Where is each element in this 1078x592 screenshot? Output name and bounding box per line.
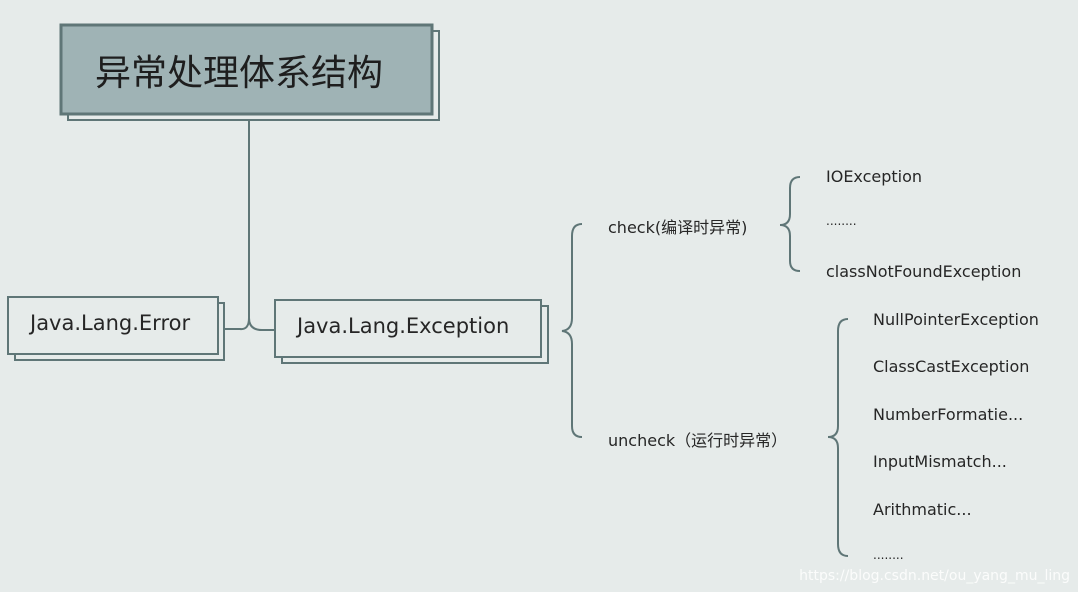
check-child-classnotfound[interactable]: classNotFoundException [826, 262, 1022, 281]
root-connector [224, 120, 275, 331]
root-box [59, 23, 434, 116]
check-child-ellipsis[interactable]: ........ [826, 214, 857, 228]
uncheck-child-nullpointer[interactable]: NullPointerException [873, 310, 1039, 329]
error-node[interactable]: Java.Lang.Error [30, 311, 191, 335]
uncheck-child-classcast[interactable]: ClassCastException [873, 357, 1030, 376]
uncheck-child-arithmatic[interactable]: Arithmatic... [873, 500, 972, 519]
root-title: 异常处理体系结构 [95, 53, 384, 94]
uncheck-brace [827, 318, 849, 557]
check-child-ioexception[interactable]: IOException [826, 167, 923, 186]
check-node[interactable]: check(编译时异常) [608, 218, 748, 237]
uncheck-child-numberformat[interactable]: NumberFormatie... [873, 405, 1024, 424]
uncheck-child-inputmismatch[interactable]: InputMismatch... [873, 452, 1007, 471]
exception-node[interactable]: Java.Lang.Exception [297, 314, 510, 338]
uncheck-node[interactable]: uncheck（运行时异常） [608, 431, 788, 450]
error-box [7, 296, 219, 355]
watermark: https://blog.csdn.net/ou_yang_mu_ling [799, 568, 1070, 584]
exception-box [274, 299, 542, 358]
uncheck-child-ellipsis[interactable]: ........ [873, 548, 904, 562]
check-brace [779, 176, 801, 272]
exception-brace [561, 223, 583, 438]
